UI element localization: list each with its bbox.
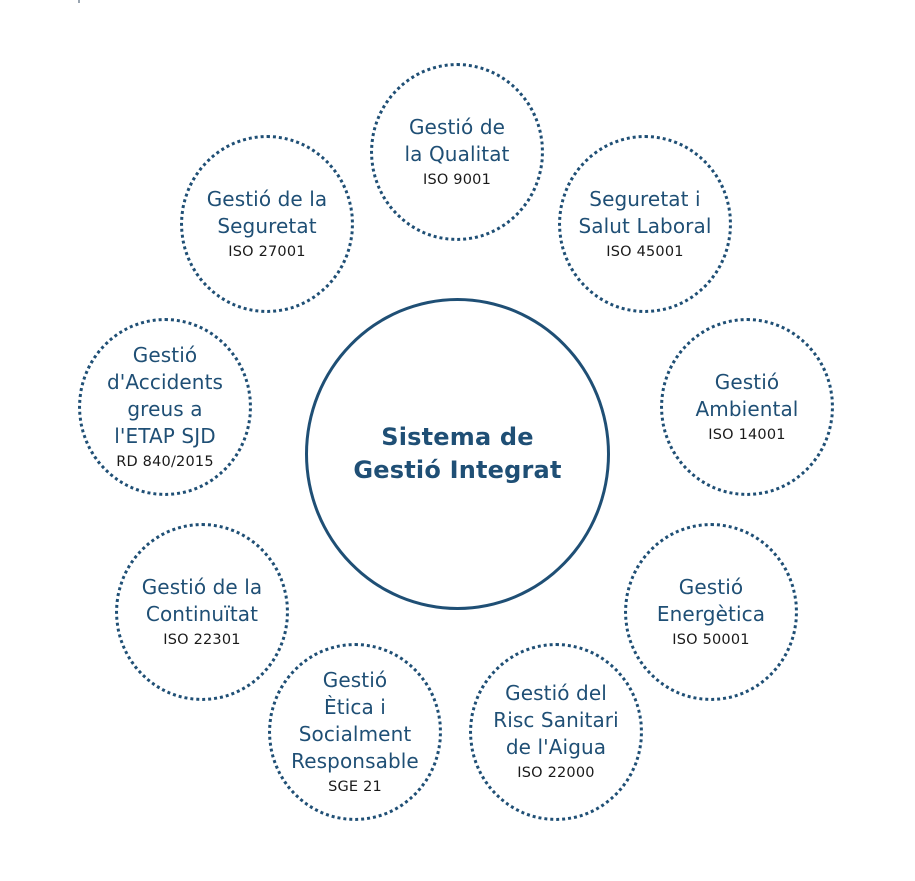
node-title: Gestió del Risc Sanitari de l'Aigua	[493, 681, 619, 759]
node-continuity: Gestió de la Continuïtat ISO 22301	[115, 523, 289, 701]
node-major-accidents: Gestió d'Accidents greus a l'ETAP SJD RD…	[78, 318, 252, 496]
node-title: Gestió de la Seguretat	[206, 186, 328, 238]
node-code: RD 840/2015	[116, 453, 214, 470]
node-quality: Gestió de la Qualitat ISO 9001	[370, 63, 544, 241]
node-code: ISO 9001	[422, 171, 491, 188]
node-security: Gestió de la Seguretat ISO 27001	[180, 135, 354, 313]
node-code: ISO 14001	[708, 426, 786, 443]
node-title: Gestió Energètica	[656, 574, 766, 626]
node-title: Seguretat i Salut Laboral	[578, 186, 712, 238]
node-energy: Gestió Energètica ISO 50001	[624, 523, 798, 701]
node-code: ISO 22000	[517, 765, 595, 781]
center-title: Sistema de Gestió Integrat	[353, 423, 562, 484]
node-title: Gestió de la Qualitat	[404, 114, 510, 166]
node-code: ISO 22301	[163, 631, 241, 648]
edge-mark	[78, 0, 80, 3]
node-title: Gestió d'Accidents greus a l'ETAP SJD	[106, 342, 224, 448]
node-environmental: Gestió Ambiental ISO 14001	[660, 318, 834, 496]
node-code: ISO 27001	[228, 243, 306, 260]
node-title: Gestió Ètica i Socialment Responsable	[291, 667, 419, 773]
node-health-safety: Seguretat i Salut Laboral ISO 45001	[558, 135, 732, 313]
node-title: Gestió Ambiental	[695, 369, 799, 421]
node-ethics: Gestió Ètica i Socialment Responsable SG…	[268, 643, 442, 821]
node-title: Gestió de la Continuïtat	[141, 574, 263, 626]
node-code: SGE 21	[328, 778, 382, 795]
node-water-risk: Gestió del Risc Sanitari de l'Aigua ISO …	[469, 643, 643, 821]
center-circle: Sistema de Gestió Integrat	[305, 298, 610, 610]
node-code: ISO 50001	[672, 631, 750, 648]
node-code: ISO 45001	[606, 243, 684, 260]
